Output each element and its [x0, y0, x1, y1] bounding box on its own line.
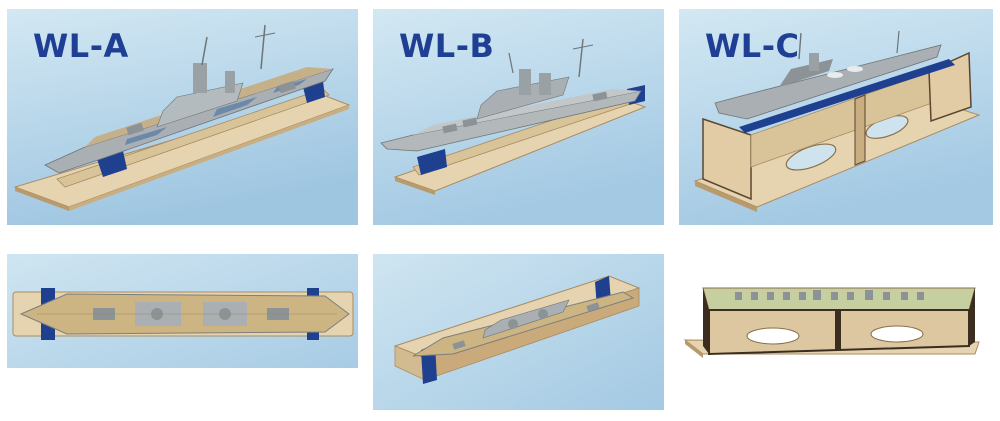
- photo-wl-b-side: WL-B: [373, 9, 664, 225]
- model-label-wl-a: WL-A: [33, 27, 129, 65]
- wl-c-side-illustration: [679, 9, 993, 225]
- photo-wl-c-display: [679, 254, 993, 410]
- photo-wl-c-side: WL-C: [679, 9, 993, 225]
- wl-a-top-illustration: [7, 254, 358, 368]
- model-label-wl-c: WL-C: [705, 27, 800, 65]
- model-label-wl-b: WL-B: [399, 27, 495, 65]
- photo-wl-b-top: [373, 254, 664, 410]
- photo-wl-a-side: WL-A: [7, 9, 358, 225]
- wl-c-display-illustration: [679, 254, 993, 410]
- wl-b-side-illustration: [373, 9, 664, 225]
- wl-b-top-illustration: [373, 254, 664, 410]
- wl-a-side-illustration: [7, 9, 358, 225]
- photo-wl-a-top: [7, 254, 358, 368]
